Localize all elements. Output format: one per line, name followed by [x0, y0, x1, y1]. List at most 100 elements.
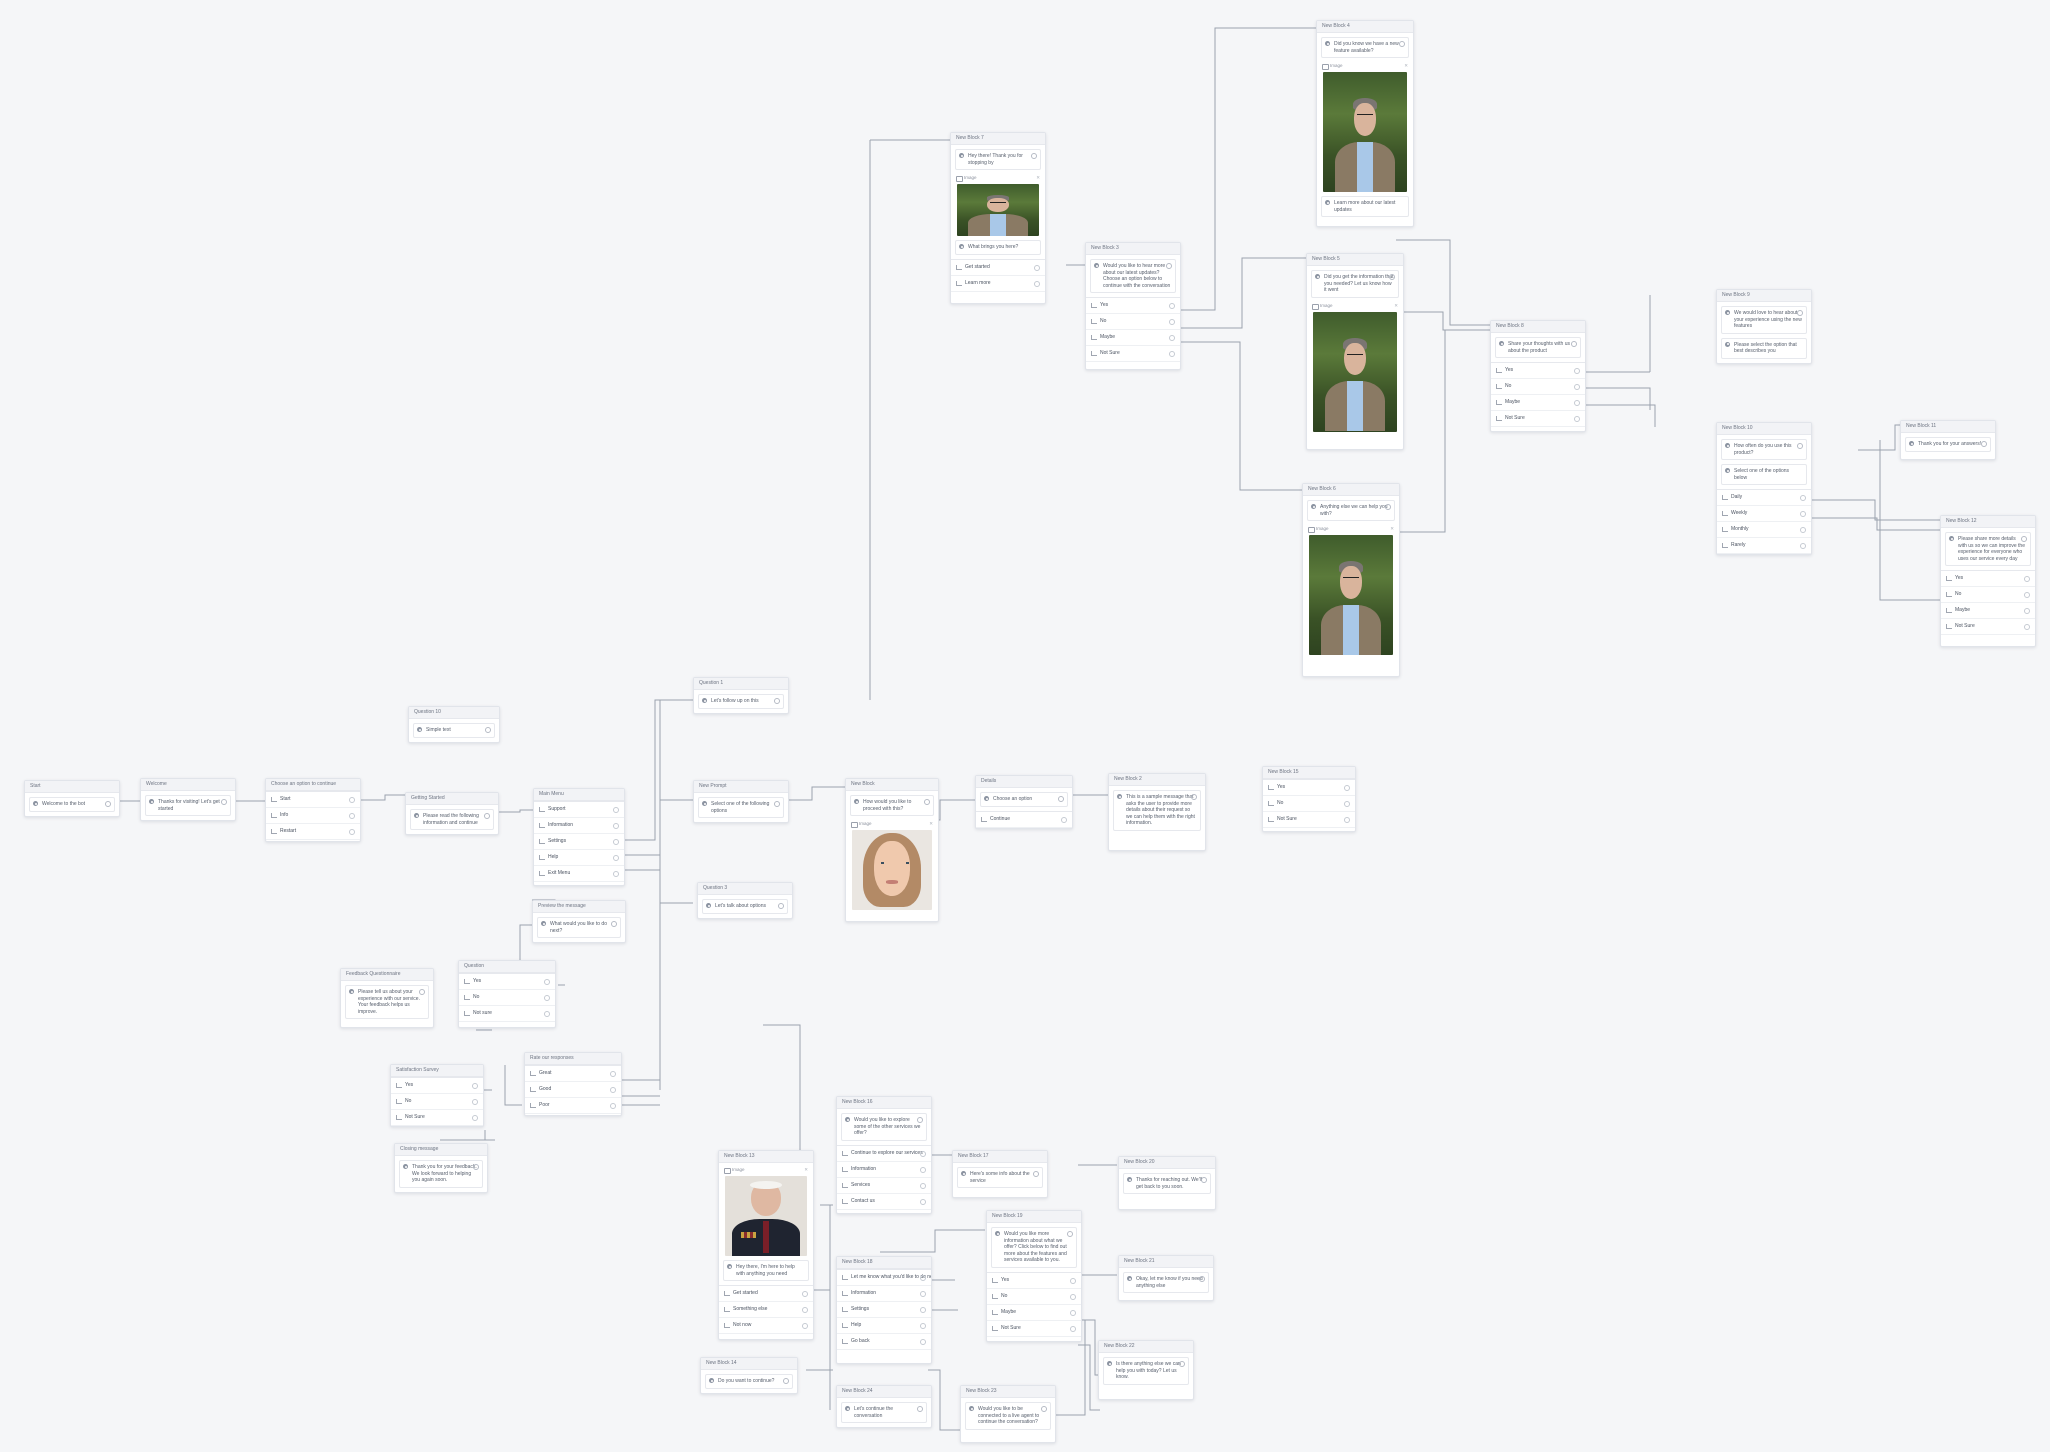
option-button[interactable]: Not Sure: [1263, 812, 1355, 828]
message-text[interactable]: What would you like to do next?: [537, 917, 621, 938]
connector-handle-icon[interactable]: [920, 1323, 926, 1329]
image-attachment-row[interactable]: Image✕: [1307, 525, 1395, 533]
image-attachment-row[interactable]: Image✕: [955, 174, 1041, 182]
connector-handle-icon[interactable]: [1800, 527, 1806, 533]
image-attachment-row[interactable]: Image✕: [1311, 302, 1399, 310]
settings-icon[interactable]: [1385, 504, 1391, 510]
option-button[interactable]: Learn more: [951, 276, 1045, 292]
block-title[interactable]: New Block: [846, 779, 938, 791]
connector-handle-icon[interactable]: [1344, 785, 1350, 791]
message-text[interactable]: This is a sample message that asks the u…: [1113, 790, 1201, 831]
connector-handle-icon[interactable]: [920, 1182, 926, 1189]
connector-handle-icon[interactable]: [349, 829, 355, 835]
block-title[interactable]: New Block 3: [1086, 243, 1180, 255]
connector-handle-icon[interactable]: [1070, 1293, 1076, 1300]
block-title[interactable]: Details: [976, 776, 1072, 788]
connector-handle-icon[interactable]: [472, 1115, 478, 1121]
option-button[interactable]: No: [1491, 379, 1585, 395]
connector-handle-icon[interactable]: [920, 1307, 926, 1313]
connector-handle-icon[interactable]: [610, 1087, 616, 1093]
block-title[interactable]: New Block 10: [1717, 423, 1811, 435]
settings-icon[interactable]: [1399, 41, 1405, 47]
settings-icon[interactable]: [1166, 263, 1172, 269]
connector-handle-icon[interactable]: [544, 979, 550, 985]
settings-icon[interactable]: [1031, 153, 1037, 159]
settings-icon[interactable]: [778, 903, 784, 909]
message-text[interactable]: Would you like more information about wh…: [991, 1227, 1077, 1268]
settings-icon[interactable]: [1981, 441, 1987, 447]
option-button[interactable]: Not Sure: [391, 1110, 483, 1126]
message-text[interactable]: Let's follow up on this: [698, 694, 784, 709]
option-button[interactable]: Services: [837, 1178, 931, 1194]
settings-icon[interactable]: [484, 813, 490, 819]
option-button[interactable]: Support: [534, 802, 624, 818]
block-title[interactable]: New Block 24: [837, 1386, 931, 1398]
option-button[interactable]: Something else: [719, 1302, 813, 1318]
option-button[interactable]: No: [459, 990, 555, 1006]
message-text[interactable]: Please read the following information an…: [410, 809, 494, 830]
option-button[interactable]: Information: [534, 818, 624, 834]
connector-handle-icon[interactable]: [472, 1099, 478, 1105]
settings-icon[interactable]: [1571, 341, 1577, 347]
connector-handle-icon[interactable]: [1574, 368, 1580, 374]
message-text[interactable]: Let's talk about options: [702, 899, 788, 914]
caption-text[interactable]: Please select the option that best descr…: [1721, 337, 1807, 359]
connector-handle-icon[interactable]: [1169, 319, 1175, 325]
option-button[interactable]: Maybe: [1086, 330, 1180, 346]
flow-block-n15[interactable]: Question 3 Let's talk about options: [697, 882, 793, 919]
message-text[interactable]: Hey there! Thank you for stopping by: [955, 149, 1041, 170]
message-text[interactable]: Did you know we have a new feature avail…: [1321, 37, 1409, 58]
caption-text[interactable]: Learn more about our latest updates: [1321, 196, 1409, 217]
message-text[interactable]: How would you like to proceed with this?: [850, 795, 934, 816]
connector-handle-icon[interactable]: [802, 1323, 808, 1329]
settings-icon[interactable]: [485, 727, 491, 733]
block-title[interactable]: New Block 7: [951, 133, 1045, 145]
message-text[interactable]: Please tell us about your experience wit…: [345, 985, 429, 1019]
option-button[interactable]: Not Sure: [1086, 346, 1180, 362]
block-title[interactable]: New Block 5: [1307, 254, 1403, 266]
settings-icon[interactable]: [1058, 796, 1064, 802]
option-button[interactable]: No: [987, 1289, 1081, 1305]
settings-icon[interactable]: [1033, 1171, 1039, 1177]
connector-handle-icon[interactable]: [1800, 543, 1806, 549]
option-button[interactable]: Information: [837, 1286, 931, 1302]
option-button[interactable]: Help: [534, 850, 624, 866]
block-title[interactable]: Welcome: [141, 779, 235, 791]
block-title[interactable]: Choose an option to continue: [266, 779, 360, 791]
connector-handle-icon[interactable]: [349, 797, 355, 803]
settings-icon[interactable]: [783, 1378, 789, 1384]
option-button[interactable]: Yes: [459, 974, 555, 990]
block-title[interactable]: New Block 19: [987, 1211, 1081, 1223]
connector-handle-icon[interactable]: [920, 1198, 926, 1205]
block-title[interactable]: Preview the message: [533, 901, 625, 913]
message-text[interactable]: Okay, let me know if you need anything e…: [1123, 1272, 1209, 1293]
connector-handle-icon[interactable]: [2024, 608, 2030, 614]
block-title[interactable]: Question 3: [698, 883, 792, 895]
block-title[interactable]: Question 10: [409, 707, 499, 719]
option-button[interactable]: Rarely: [1717, 538, 1811, 554]
image-attachment-row[interactable]: Image✕: [1321, 62, 1409, 70]
message-text[interactable]: Share your thoughts with us about the pr…: [1495, 337, 1581, 358]
message-text[interactable]: Is there anything else we can help you w…: [1103, 1357, 1189, 1385]
block-title[interactable]: Getting Started: [406, 793, 498, 805]
remove-image-icon[interactable]: ✕: [1390, 526, 1394, 531]
message-text[interactable]: Simple text: [413, 723, 495, 738]
message-text[interactable]: Please share more details with us so we …: [1945, 532, 2031, 566]
settings-icon[interactable]: [611, 921, 617, 927]
message-text[interactable]: Did you get the information that you nee…: [1311, 270, 1399, 298]
block-title[interactable]: New Block 17: [953, 1151, 1047, 1163]
message-text[interactable]: Thank you for your answers!: [1905, 437, 1991, 452]
block-title[interactable]: Closing message: [395, 1144, 487, 1156]
settings-icon[interactable]: [1179, 1361, 1185, 1367]
connector-handle-icon[interactable]: [1169, 303, 1175, 309]
message-text[interactable]: Choose an option: [980, 792, 1068, 807]
block-title[interactable]: Rate our responses: [525, 1053, 621, 1065]
